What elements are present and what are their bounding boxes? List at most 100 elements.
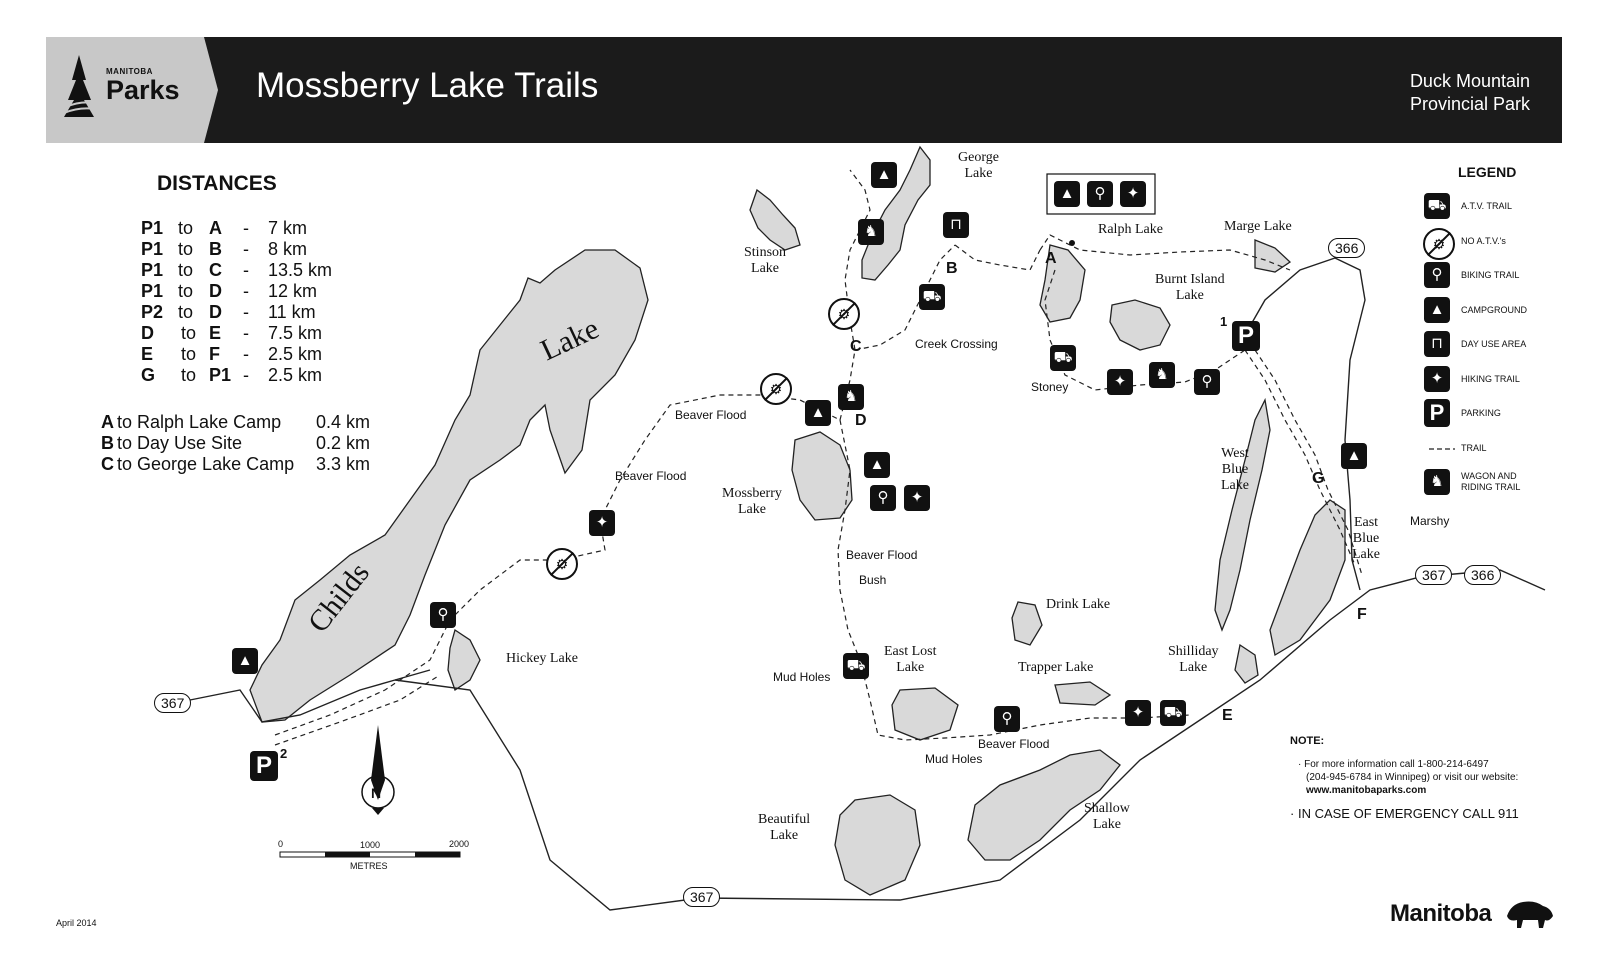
distance-to: B [209, 239, 222, 259]
mossberry-lake-shape [791, 431, 853, 521]
bike-icon: ⚲ [1194, 369, 1220, 395]
atv-icon: ⛟ [843, 653, 869, 679]
trail-d-to-e [837, 419, 1191, 741]
horse-icon: ♞ [1424, 469, 1450, 495]
picnic-table-icon: ⊓ [943, 212, 969, 238]
shallow-lake-shape [967, 749, 1121, 861]
camp-distance-letter: A [101, 412, 114, 432]
logo-manitoba-text: MANITOBA [106, 67, 153, 76]
atv-icon: ⛟ [1050, 345, 1076, 371]
legend-label: WAGON AND RIDING TRAIL [1461, 471, 1521, 492]
tent-icon: ▲ [864, 452, 890, 478]
camp-distance-dist: 3.3 km [316, 454, 371, 474]
stinson-lake-label: Stinson Lake [744, 245, 787, 276]
p1-number: 1 [1220, 314, 1228, 329]
drink-lake-label: Drink Lake [1046, 597, 1111, 612]
park-name-line2: Provincial Park [1409, 94, 1530, 114]
road-366 [1244, 257, 1366, 591]
distance-dist: 13.5 km [268, 260, 333, 280]
distance-dash: - [243, 344, 249, 364]
legend-label: A.T.V. TRAIL [1461, 201, 1513, 211]
beaver-flood-label: Beaver Flood [675, 408, 747, 422]
distance-from: P1 [141, 260, 164, 280]
pine-tree-icon [64, 55, 104, 117]
tent-icon: ▲ [232, 648, 258, 674]
note-text: · For more information call 1-800-214-64… [1298, 758, 1568, 797]
note-line1: For more information call 1-800-214-6497 [1304, 759, 1489, 770]
point-g: G [1312, 470, 1325, 487]
legend-title: LEGEND [1458, 164, 1517, 180]
distance-dash: - [243, 323, 249, 343]
no-atv-icon: ⚙ [1423, 227, 1455, 260]
point-d: D [855, 412, 867, 429]
bike-icon: ⚲ [1424, 262, 1450, 288]
legend-label: CAMPGROUND [1461, 304, 1528, 315]
scale-zero: 0 [278, 839, 284, 849]
beaver-flood-label: Beaver Flood [846, 548, 918, 562]
distance-to-word: to [178, 218, 194, 238]
shilliday-lake-label: Shilliday Lake [1168, 644, 1219, 675]
shallow-lake-label: Shallow Lake [1084, 801, 1130, 832]
trapper-lake-label: Trapper Lake [1018, 660, 1094, 675]
trapper-lake-shape [1054, 681, 1112, 706]
trail-d-to-c [839, 169, 871, 421]
bison-icon [1507, 901, 1553, 928]
legend-label: BIKING TRAIL [1461, 270, 1520, 280]
trail-p2-road [274, 674, 441, 746]
website-link[interactable]: www.manitobaparks.com [1306, 785, 1427, 796]
hickey-lake-shape [447, 628, 481, 692]
parking-icon: P [1424, 399, 1450, 427]
distance-to: F [209, 344, 220, 364]
tent-icon: ▲ [1054, 181, 1080, 207]
creek-crossing-label: Creek Crossing [915, 337, 998, 351]
ralph-lake-label: Ralph Lake [1098, 222, 1163, 237]
stinson-lake-shape [749, 188, 801, 251]
east-blue-lake-label: East Blue Lake [1352, 515, 1380, 562]
beaver-flood-label: Beaver Flood [615, 469, 687, 483]
distance-dist: 12 km [268, 281, 318, 301]
parking-p2-icon: P [250, 751, 278, 781]
marge-lake-shape [1254, 239, 1292, 273]
marge-lake-label: Marge Lake [1224, 219, 1292, 234]
trail-p2-to-beaver-flood [274, 394, 841, 736]
bike-icon: ⚲ [870, 485, 896, 511]
tent-icon: ▲ [1341, 443, 1367, 469]
scale-unit: METRES [350, 861, 388, 871]
horse-icon: ♞ [838, 384, 864, 410]
drink-lake-shape [1011, 601, 1043, 646]
hiker-icon: ✦ [904, 485, 930, 511]
distance-dist: 7.5 km [268, 323, 323, 343]
bike-icon: ⚲ [994, 706, 1020, 732]
distance-to: D [209, 302, 222, 322]
beaver-flood-label: Beaver Flood [978, 737, 1050, 751]
road-367-south [394, 569, 1546, 911]
no-atv-icon: ⚙ [760, 373, 792, 405]
bike-icon: ⚲ [430, 602, 456, 628]
legend-label: NO A.T.V.'s [1461, 235, 1506, 246]
george-lake-shape [861, 145, 931, 281]
atv-icon: ⛟ [1160, 700, 1186, 726]
stoney-label: Stoney [1031, 380, 1069, 394]
route-366-shield: 366 [1328, 238, 1366, 258]
burnt-island-lake-label: Burnt Island Lake [1155, 272, 1225, 303]
distance-from: P1 [141, 239, 164, 259]
manitoba-logo-text: Manitoba [1390, 900, 1492, 927]
distance-from: G [141, 365, 156, 385]
distances-title: DISTANCES [157, 172, 277, 195]
hiker-icon: ✦ [1107, 369, 1133, 395]
scale-mid: 1000 [360, 840, 381, 850]
camp-distance-dist: 0.2 km [316, 433, 371, 453]
legend-label: TRAIL [1461, 442, 1487, 453]
distance-dist: 8 km [268, 239, 308, 259]
tent-icon: ▲ [1424, 296, 1450, 323]
camp-distance-letter: B [101, 433, 114, 453]
west-blue-lake-shape [1214, 397, 1271, 632]
bike-icon: ⚲ [1087, 181, 1113, 207]
distance-to-word: to [178, 239, 194, 259]
point-a: A [1045, 250, 1057, 267]
ralph-lake-shape [1039, 244, 1086, 323]
picnic-table-icon: ⊓ [1424, 331, 1450, 357]
distance-from: P1 [141, 281, 164, 301]
hiker-icon: ✦ [1424, 365, 1450, 392]
no-atv-icon: ⚙ [546, 548, 578, 580]
